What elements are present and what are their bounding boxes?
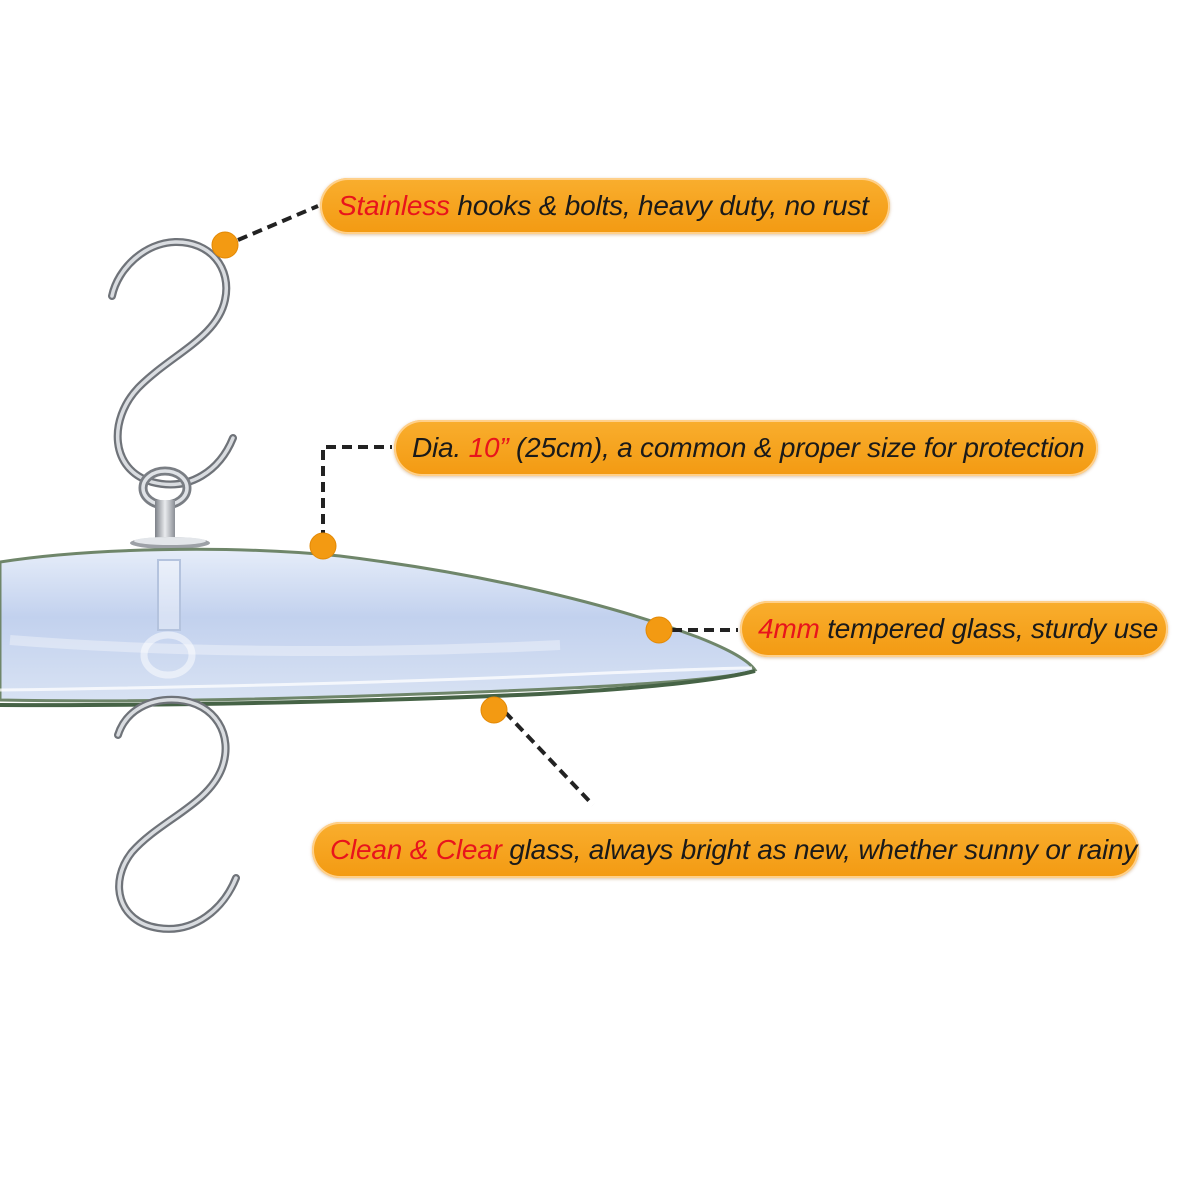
leader-lines [237,204,738,807]
callout-body: hooks & bolts, heavy duty, no rust [449,190,869,221]
eye-bolt-icon [130,466,210,549]
callout-text: Dia. 10” (25cm), a common & proper size … [412,432,1085,464]
top-s-hook-icon [108,237,237,489]
callout-text: Stainless hooks & bolts, heavy duty, no … [338,190,869,222]
leader-line-diameter [321,445,392,540]
highlight-word: 10” [468,432,509,463]
callout-diameter: Dia. 10” (25cm), a common & proper size … [394,420,1098,476]
callout-clean-clear: Clean & Clear glass, always bright as ne… [312,822,1139,878]
highlight-word: Stainless [338,190,450,221]
highlight-word: Clean & Clear [330,834,502,865]
callout-tempered-glass: 4mm tempered glass, sturdy use [740,601,1168,657]
marker-dot-hooks [211,231,239,259]
callout-prefix: Dia. [412,432,469,463]
highlight-word: 4mm [758,613,820,644]
callout-stainless-hooks: Stainless hooks & bolts, heavy duty, no … [320,178,890,234]
callout-body: tempered glass, sturdy use [819,613,1159,644]
callout-body: glass, always bright as new, whether sun… [501,834,1138,865]
glass-baffle-dome [0,547,758,708]
callout-text: 4mm tempered glass, sturdy use [758,613,1158,645]
leader-line-clear [503,710,595,807]
callout-text: Clean & Clear glass, always bright as ne… [330,834,1137,866]
leader-line-hooks [237,204,319,242]
bottom-s-hook-icon [114,695,240,933]
marker-dot-diameter [309,532,337,560]
marker-dots [211,231,673,724]
marker-dot-glass [645,616,673,644]
marker-dot-clear [480,696,508,724]
callout-body: (25cm), a common & proper size for prote… [508,432,1085,463]
